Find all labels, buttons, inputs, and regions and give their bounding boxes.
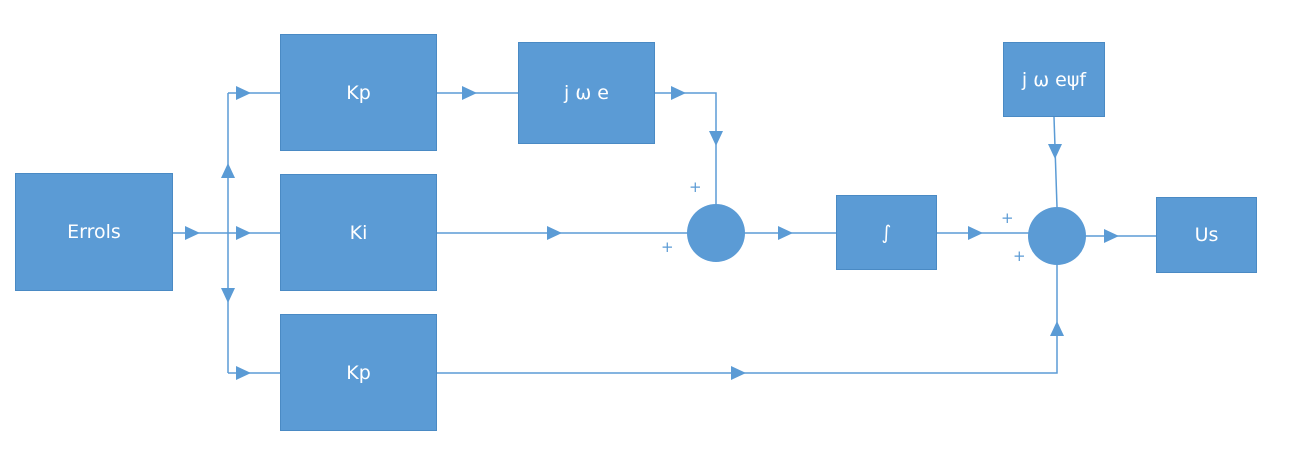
summing-junction-2	[1028, 207, 1086, 265]
sum2-left-sign: +	[1013, 247, 1026, 265]
output-block: Us	[1156, 197, 1257, 273]
arrowhead	[547, 226, 562, 240]
arrowheads	[185, 86, 1119, 380]
kp-top-block: Kp	[280, 34, 437, 151]
input-block: Errols	[15, 173, 173, 291]
arrowhead	[1048, 144, 1062, 159]
arrowhead	[236, 86, 251, 100]
sum1-left-sign: +	[661, 238, 674, 256]
sum2-top-sign: +	[1001, 209, 1014, 227]
summing-junction-1	[687, 204, 745, 262]
arrowhead	[221, 288, 235, 303]
arrowhead	[778, 226, 793, 240]
arrowhead	[1050, 321, 1064, 336]
ki-block: Ki	[280, 174, 437, 291]
integrator-block: ∫	[836, 195, 937, 270]
sum1-top-sign: +	[689, 178, 702, 196]
j-omega-e-psi-f-block: j ω eψf	[1003, 42, 1105, 117]
arrowhead	[709, 131, 723, 146]
arrowhead	[236, 226, 251, 240]
kp-bottom-block: Kp	[280, 314, 437, 431]
arrowhead	[221, 163, 235, 178]
arrowhead	[731, 366, 746, 380]
arrowhead	[236, 366, 251, 380]
j-omega-e-block: j ω e	[518, 42, 655, 144]
arrowhead	[671, 86, 686, 100]
arrowhead	[462, 86, 477, 100]
arrowhead	[185, 226, 200, 240]
arrowhead	[968, 226, 983, 240]
arrowhead	[1104, 229, 1119, 243]
